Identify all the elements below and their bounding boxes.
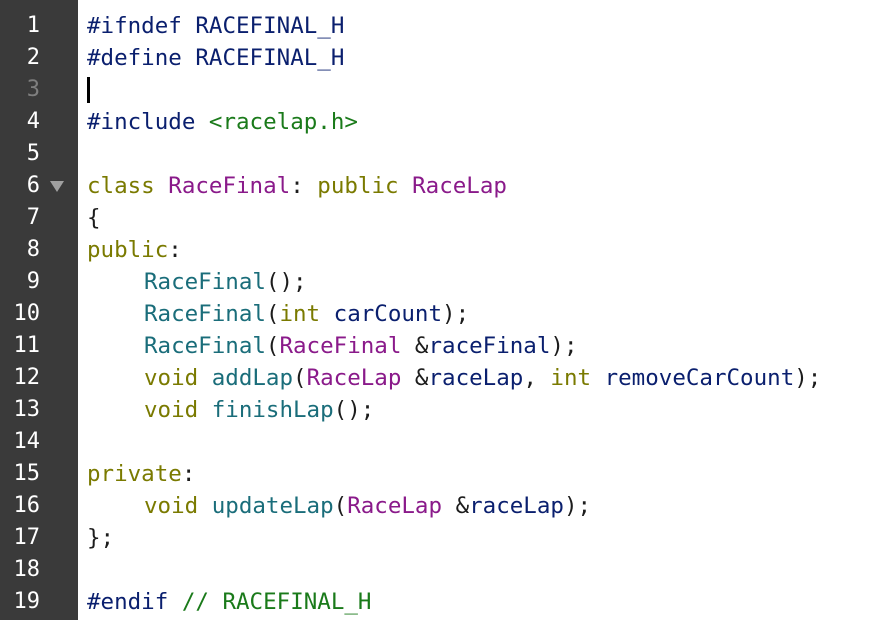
token: void xyxy=(144,397,199,423)
code-line[interactable]: public: xyxy=(87,234,182,266)
token: #endif xyxy=(87,589,169,615)
token: public xyxy=(87,237,169,263)
token: ( xyxy=(333,493,348,519)
line-number: 4 xyxy=(26,109,40,134)
line-number: 18 xyxy=(13,557,41,582)
token: int xyxy=(279,301,321,327)
token: : xyxy=(168,237,182,263)
token: carCount xyxy=(320,301,443,327)
token: RaceLap xyxy=(398,173,507,199)
token: { xyxy=(87,205,101,231)
token: public xyxy=(317,173,399,199)
line-number: 3 xyxy=(26,77,40,102)
line-number: 15 xyxy=(13,461,41,486)
line-number: 16 xyxy=(13,493,41,518)
code-line[interactable]: #define RACEFINAL_H xyxy=(87,42,344,74)
token: RACEFINAL_H xyxy=(181,45,345,71)
line-number: 5 xyxy=(26,141,40,166)
token: ( xyxy=(293,365,307,391)
token: int xyxy=(550,365,592,391)
code-line[interactable]: private: xyxy=(87,458,195,490)
text-caret xyxy=(87,77,90,103)
token: : xyxy=(181,461,196,487)
token: RaceLap xyxy=(306,365,402,391)
code-line[interactable]: }; xyxy=(87,522,114,554)
line-number: 14 xyxy=(13,429,41,454)
token: (); xyxy=(333,397,375,423)
token: private xyxy=(87,461,182,487)
code-line[interactable]: void addLap(RaceLap &raceLap, int remove… xyxy=(144,362,821,394)
token: }; xyxy=(87,525,115,551)
token: raceLap xyxy=(428,365,524,391)
token: ); xyxy=(794,365,822,391)
token: addLap xyxy=(198,365,294,391)
token: RaceFinal xyxy=(154,173,291,199)
token: ); xyxy=(563,493,592,519)
token: RaceFinal xyxy=(144,301,266,327)
line-number: 1 xyxy=(26,13,40,38)
token: removeCarCount xyxy=(591,365,795,391)
token: RaceFinal xyxy=(144,269,266,295)
code-line[interactable]: #include <racelap.h> xyxy=(87,106,358,138)
line-number: 13 xyxy=(13,397,41,422)
line-number: 12 xyxy=(13,365,41,390)
code-line[interactable]: class RaceFinal: public RaceLap xyxy=(87,170,507,202)
line-number: 17 xyxy=(13,525,41,550)
code-line[interactable]: #endif // RACEFINAL_H xyxy=(87,586,371,618)
line-number: 7 xyxy=(26,205,40,230)
token: #define xyxy=(87,45,182,71)
token: updateLap xyxy=(198,493,334,519)
token: void xyxy=(144,493,199,519)
line-number: 6 xyxy=(26,173,40,198)
token: ); xyxy=(550,333,578,359)
token: & xyxy=(401,365,429,391)
token: void xyxy=(144,365,199,391)
code-line[interactable]: RaceFinal(int carCount); xyxy=(144,298,469,330)
token: raceLap xyxy=(469,493,564,519)
token: RaceLap xyxy=(347,493,443,519)
token: : xyxy=(290,173,318,199)
code-line[interactable]: #ifndef RACEFINAL_H xyxy=(87,10,344,42)
token: RACEFINAL_H xyxy=(208,589,372,615)
line-number: 8 xyxy=(26,237,40,262)
code-line[interactable]: RaceFinal(); xyxy=(144,266,307,298)
token: finishLap xyxy=(198,397,334,423)
code-line[interactable]: RaceFinal(RaceFinal &raceFinal); xyxy=(144,330,578,362)
line-number: 11 xyxy=(13,333,41,358)
token: , xyxy=(523,365,551,391)
token: RACEFINAL_H xyxy=(181,13,345,39)
token: #include xyxy=(87,109,196,135)
line-number: 10 xyxy=(13,301,41,326)
token: RaceFinal xyxy=(279,333,402,359)
line-number: 19 xyxy=(13,589,41,614)
token: RaceFinal xyxy=(144,333,266,359)
line-number: 2 xyxy=(26,45,40,70)
token: // xyxy=(168,589,209,615)
fold-triangle-icon[interactable] xyxy=(50,181,64,192)
token: ( xyxy=(265,333,280,359)
token: <racelap.h> xyxy=(195,109,358,135)
line-number: 9 xyxy=(26,269,40,294)
code-line[interactable]: void finishLap(); xyxy=(144,394,374,426)
token: ); xyxy=(442,301,470,327)
token: & xyxy=(442,493,470,519)
code-line[interactable]: void updateLap(RaceLap &raceLap); xyxy=(144,490,591,522)
code-line[interactable]: { xyxy=(87,202,101,234)
token: ( xyxy=(265,301,280,327)
line-number-gutter: 1 2 3 4 5 6 7 8 9 10 11 12 13 14 15 16 1… xyxy=(0,0,78,620)
token: class xyxy=(87,173,155,199)
token: & xyxy=(401,333,429,359)
token: raceFinal xyxy=(428,333,551,359)
token: (); xyxy=(265,269,307,295)
token: #ifndef xyxy=(87,13,182,39)
